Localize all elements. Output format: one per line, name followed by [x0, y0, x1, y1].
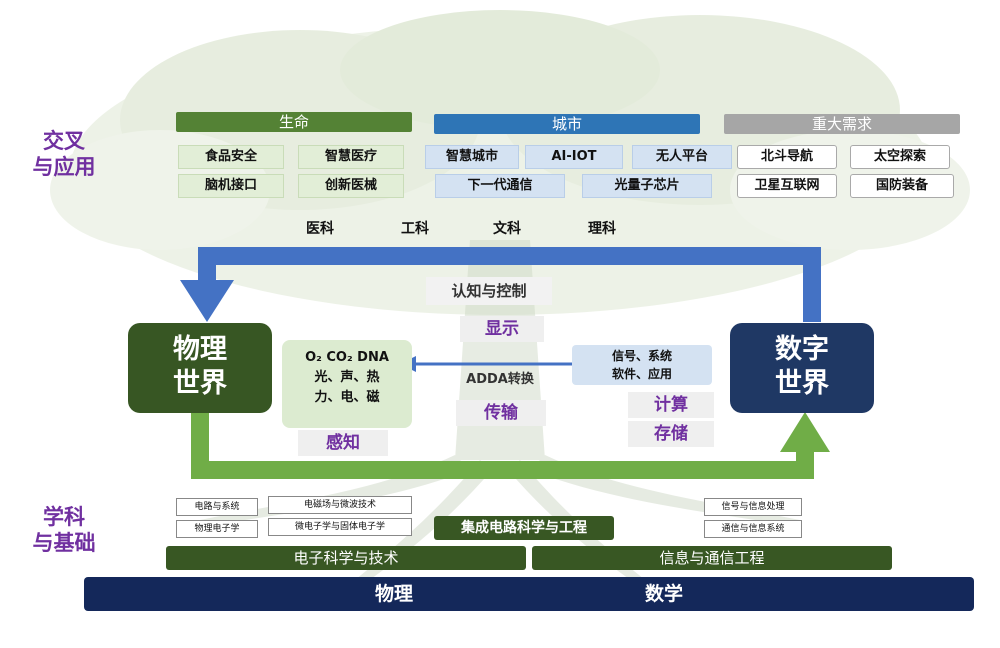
header-major-demand: 重大需求: [724, 114, 960, 134]
field-engineering: 工科: [401, 221, 429, 237]
major-item: 国防装备: [850, 174, 954, 198]
physical-world-line: 世界: [173, 368, 227, 399]
digital-world-box: 数字 世界: [730, 323, 874, 413]
blue-arrowhead: [180, 280, 234, 322]
compute-box: 计算: [628, 392, 714, 418]
life-item: 脑机接口: [178, 174, 284, 198]
foundation-math: 数学: [644, 583, 683, 605]
green-arrowhead: [780, 412, 830, 452]
signal-software-box: 信号、系统 软件、应用: [572, 345, 712, 385]
life-item: 创新医械: [298, 174, 404, 198]
electronics-bar: 电子科学与技术: [166, 546, 526, 570]
ic-science-box: 集成电路科学与工程: [434, 516, 614, 540]
major-item: 太空探索: [850, 145, 950, 169]
physical-elements-line: 光、声、热: [314, 370, 380, 385]
discipline-tag: 物理电子学: [176, 520, 258, 538]
storage-box: 存储: [628, 421, 714, 447]
info-comm-bar: 信息与通信工程: [532, 546, 892, 570]
city-item: 下一代通信: [435, 174, 565, 198]
green-forward-arrow: [191, 410, 814, 479]
header-life: 生命: [176, 112, 412, 132]
signal-software-line: 软件、应用: [611, 367, 672, 381]
discipline-tag: 微电子学与固体电子学: [268, 518, 412, 536]
major-item: 北斗导航: [737, 145, 837, 169]
foundation-bar: 物理 数学: [84, 577, 974, 611]
label-line: 与应用: [32, 155, 96, 179]
label-line: 学科: [43, 505, 85, 529]
label-cross-application: 交叉 与应用: [14, 128, 114, 180]
physical-elements-line: 力、电、磁: [314, 390, 380, 405]
city-item: AI-IOT: [525, 145, 623, 169]
display-box: 显示: [460, 316, 544, 342]
physical-elements-box: O₂ CO₂ DNA 光、声、热 力、电、磁: [282, 340, 412, 428]
sensing-box: 感知: [298, 430, 388, 456]
discipline-tag: 信号与信息处理: [704, 498, 802, 516]
life-item: 智慧医疗: [298, 145, 404, 169]
blue-return-arrow: [198, 247, 821, 322]
physical-world-box: 物理 世界: [128, 323, 272, 413]
cognition-control-box: 认知与控制: [426, 277, 552, 305]
label-discipline-foundation: 学科 与基础: [14, 504, 114, 556]
field-medicine: 医科: [306, 221, 334, 237]
major-item: 卫星互联网: [737, 174, 837, 198]
discipline-tag: 电路与系统: [176, 498, 258, 516]
physical-elements-line: O₂ CO₂ DNA: [305, 350, 389, 365]
label-line: 交叉: [43, 129, 85, 153]
digital-world-line: 数字: [775, 334, 829, 365]
city-item: 无人平台: [632, 145, 732, 169]
foundation-physics: 物理: [374, 583, 413, 605]
transmission-box: 传输: [456, 400, 546, 426]
digital-world-line: 世界: [775, 368, 829, 399]
discipline-tag: 电磁场与微波技术: [268, 496, 412, 514]
field-science: 理科: [588, 221, 616, 237]
signal-software-line: 信号、系统: [611, 349, 672, 363]
discipline-tag: 通信与信息系统: [704, 520, 802, 538]
physical-world-line: 物理: [173, 334, 227, 365]
city-item: 智慧城市: [425, 145, 519, 169]
field-liberal-arts: 文科: [493, 221, 521, 237]
life-item: 食品安全: [178, 145, 284, 169]
label-line: 与基础: [32, 531, 96, 555]
adda-label: ADDA转换: [466, 372, 534, 387]
city-item: 光量子芯片: [582, 174, 712, 198]
header-city: 城市: [434, 114, 700, 134]
